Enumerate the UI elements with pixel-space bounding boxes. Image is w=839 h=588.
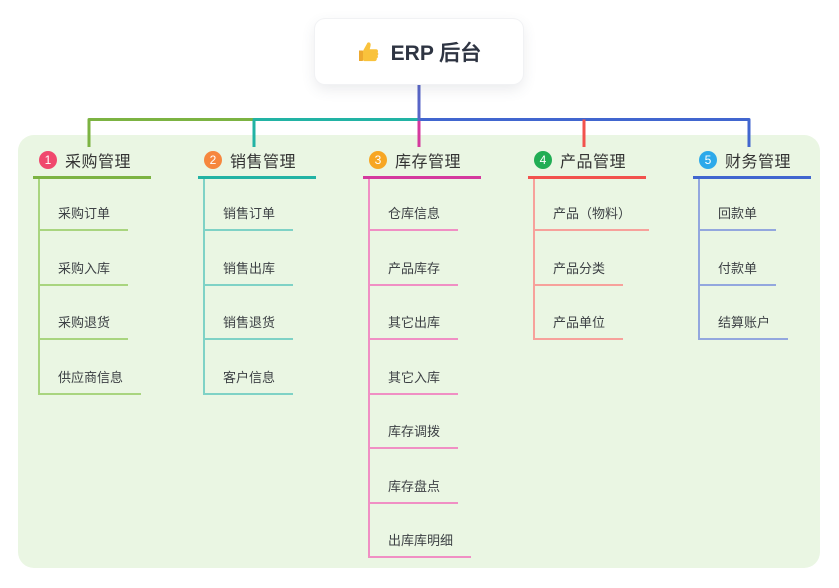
branch-children: 采购订单采购入库采购退货供应商信息 — [38, 179, 142, 395]
branch-title-node[interactable]: 1 采购管理 — [33, 149, 151, 179]
branch-title-node[interactable]: 5 财务管理 — [693, 149, 811, 179]
branch-title-label: 销售管理 — [230, 154, 297, 171]
child-node[interactable]: 产品（物料） — [533, 179, 650, 231]
child-node[interactable]: 供应商信息 — [38, 340, 142, 395]
child-node[interactable]: 采购退货 — [38, 286, 129, 340]
branch-children: 销售订单销售出库销售退货客户信息 — [203, 179, 294, 395]
branch-children: 产品（物料）产品分类产品单位 — [533, 179, 650, 340]
branch-index-badge: 5 — [699, 151, 717, 169]
branch-title-node[interactable]: 2 销售管理 — [198, 149, 316, 179]
child-node[interactable]: 其它出库 — [368, 286, 459, 340]
branch-title-label: 产品管理 — [560, 154, 627, 171]
branch-4: 4 产品管理产品（物料）产品分类产品单位 — [528, 149, 650, 340]
child-node[interactable]: 其它入库 — [368, 340, 459, 395]
branch-title-label: 采购管理 — [65, 154, 132, 171]
branch-children: 仓库信息产品库存其它出库其它入库库存调拨库存盘点出库库明细 — [368, 179, 472, 558]
child-node[interactable]: 客户信息 — [203, 340, 294, 395]
child-node[interactable]: 结算账户 — [698, 286, 789, 340]
child-node[interactable]: 产品单位 — [533, 286, 624, 340]
branch-title-node[interactable]: 4 产品管理 — [528, 149, 646, 179]
branch-title-label: 财务管理 — [725, 154, 792, 171]
branch-children: 回款单付款单结算账户 — [698, 179, 789, 340]
child-node[interactable]: 采购订单 — [38, 179, 129, 231]
child-node[interactable]: 仓库信息 — [368, 179, 459, 231]
child-node[interactable]: 库存盘点 — [368, 449, 459, 504]
thumbs-up-icon — [357, 40, 381, 64]
child-node[interactable]: 出库库明细 — [368, 504, 472, 558]
branch-title-label: 库存管理 — [395, 154, 462, 171]
child-node[interactable]: 采购入库 — [38, 231, 129, 286]
root-node[interactable]: ERP 后台 — [315, 19, 523, 84]
root-node-label: ERP 后台 — [390, 41, 482, 65]
child-node[interactable]: 库存调拨 — [368, 395, 459, 449]
child-node[interactable]: 销售出库 — [203, 231, 294, 286]
branch-title-node[interactable]: 3 库存管理 — [363, 149, 481, 179]
child-node[interactable]: 销售订单 — [203, 179, 294, 231]
child-node[interactable]: 回款单 — [698, 179, 776, 231]
branch-index-badge: 4 — [534, 151, 552, 169]
child-node[interactable]: 产品库存 — [368, 231, 459, 286]
branch-index-badge: 1 — [39, 151, 57, 169]
branch-3: 3 库存管理仓库信息产品库存其它出库其它入库库存调拨库存盘点出库库明细 — [363, 149, 481, 558]
child-node[interactable]: 产品分类 — [533, 231, 624, 286]
child-node[interactable]: 付款单 — [698, 231, 776, 286]
branch-5: 5 财务管理回款单付款单结算账户 — [693, 149, 811, 340]
child-node[interactable]: 销售退货 — [203, 286, 294, 340]
branch-1: 1 采购管理采购订单采购入库采购退货供应商信息 — [33, 149, 151, 395]
branches-background-panel — [18, 135, 820, 568]
branch-2: 2 销售管理销售订单销售出库销售退货客户信息 — [198, 149, 316, 395]
branch-index-badge: 3 — [369, 151, 387, 169]
branch-index-badge: 2 — [204, 151, 222, 169]
